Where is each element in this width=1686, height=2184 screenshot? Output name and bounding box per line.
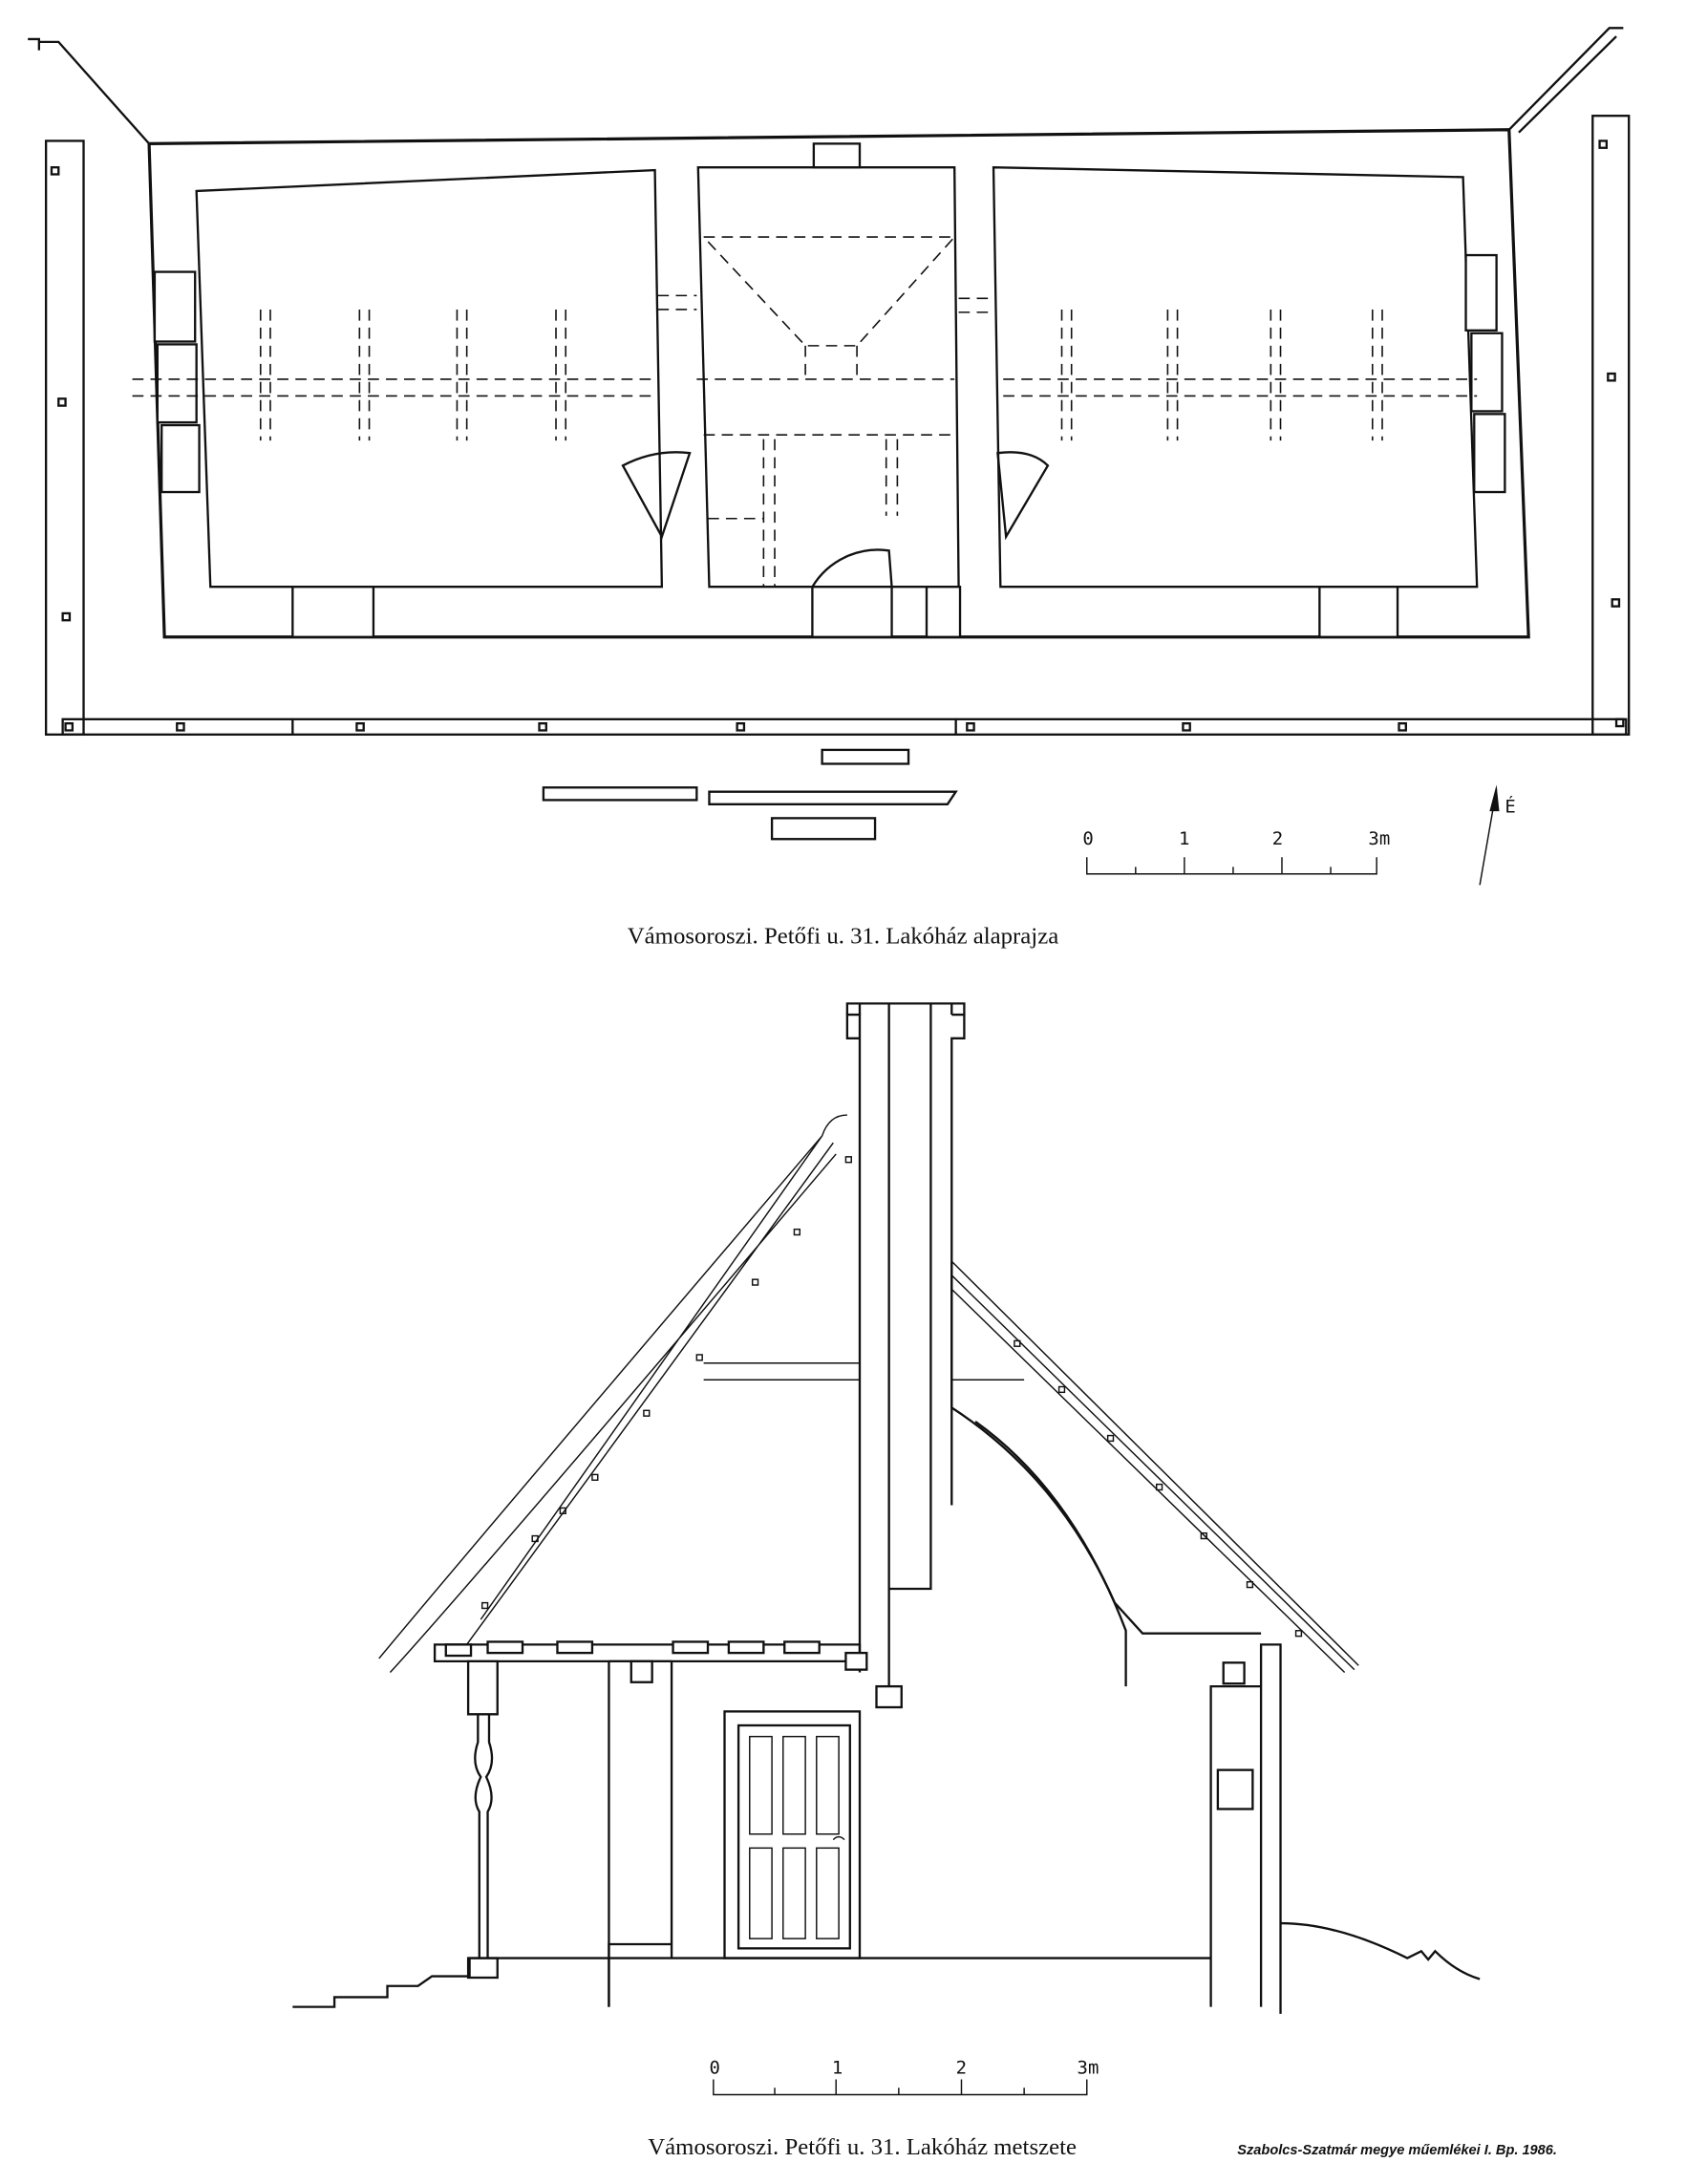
- window-bottom-right: [1318, 586, 1399, 638]
- cross-beams: [259, 309, 1383, 441]
- door-swing: [811, 548, 893, 588]
- outer-wall: [147, 128, 1530, 639]
- back-window: [1216, 1768, 1254, 1810]
- door-plan: [811, 586, 893, 638]
- floor-plan: 0 1 2 3m É Vámosoroszi. Petőfi u. 31. La…: [28, 27, 1631, 950]
- flue-curve: [950, 1261, 1262, 1635]
- svg-text:3m: 3m: [1078, 2058, 1099, 2079]
- plan-scale-bar: 0 1 2 3m: [1082, 828, 1390, 875]
- chimney-plan: [812, 142, 862, 169]
- porch-post: [466, 1659, 499, 1959]
- porch-joists: [444, 1640, 868, 1671]
- north-arrow-icon: É: [1479, 784, 1516, 886]
- back-wall: [1209, 1643, 1282, 2014]
- svg-text:É: É: [1505, 796, 1515, 818]
- windows-right: [1464, 253, 1506, 494]
- roof-laths: [480, 1156, 1303, 1638]
- main-beams: [132, 378, 1478, 397]
- wall-beam-end: [630, 1659, 653, 1683]
- svg-text:0: 0: [1082, 828, 1093, 849]
- svg-text:1: 1: [1179, 828, 1189, 849]
- door-step: [925, 586, 962, 638]
- front-wall: [608, 1659, 673, 2007]
- left-room: [195, 168, 664, 589]
- door-section: [723, 1710, 862, 1959]
- svg-text:2: 2: [1272, 828, 1283, 849]
- roof-left: [378, 1114, 847, 1674]
- chimney-section: [845, 1013, 966, 1673]
- svg-text:1: 1: [832, 2058, 843, 2079]
- section-caption: Vámosoroszi. Petőfi u. 31. Lakóház metsz…: [648, 2134, 1077, 2160]
- outside-benches: [542, 748, 958, 841]
- stove-left: [621, 451, 692, 540]
- kitchen-dashes: [703, 434, 955, 588]
- plan-caption: Vámosoroszi. Petőfi u. 31. Lakóház alapr…: [628, 924, 1058, 950]
- plan-fence-right-corner: [1507, 27, 1624, 134]
- right-room: [992, 165, 1479, 589]
- source-credit: Szabolcs-Szatmár megye műemlékei I. Bp. …: [1237, 2143, 1557, 2158]
- section-drawing: 0 1 2 3m Vámosoroszi. Petőfi u. 31. Lakó…: [292, 1002, 1557, 2160]
- stove-right: [996, 451, 1050, 541]
- svg-text:0: 0: [709, 2058, 719, 2079]
- svg-text:3m: 3m: [1368, 828, 1390, 849]
- middle-room-kitchen: [696, 166, 960, 589]
- plan-fence-left-corner: [28, 37, 150, 145]
- fence: [44, 115, 1631, 737]
- ground-line: [292, 1921, 1481, 2008]
- hood-outline: [657, 236, 994, 379]
- tie-beam: [703, 1361, 1025, 1381]
- section-scale-bar: 0 1 2 3m: [709, 2058, 1099, 2096]
- roof-right: [950, 1260, 1359, 1674]
- windows-left: [153, 270, 201, 494]
- svg-text:2: 2: [956, 2058, 967, 2079]
- window-bottom-left: [291, 586, 375, 638]
